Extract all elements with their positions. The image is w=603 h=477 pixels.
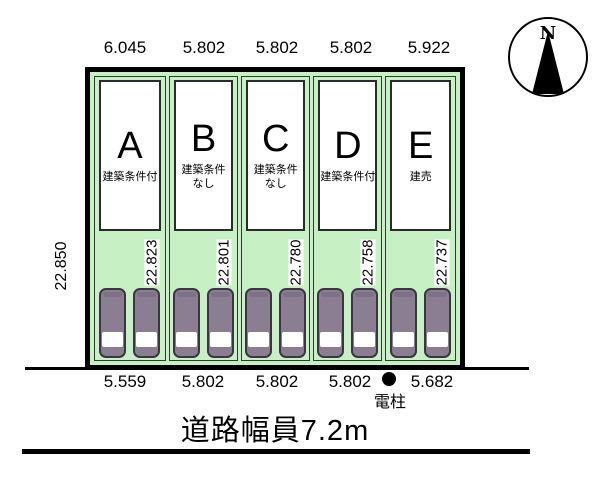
site-boundary: A 建築条件付 22.823 B 建築条件 なし 22.801 <box>85 67 465 370</box>
lot-b: B 建築条件 なし 22.801 <box>168 76 239 361</box>
condition-line: 建築条件付 <box>102 170 158 183</box>
car-icon <box>173 288 201 358</box>
parking-spaces <box>242 288 309 358</box>
condition-line: 建築条件付 <box>320 170 376 183</box>
lot-condition-label: 建築条件 なし <box>254 164 298 192</box>
lot-c: C 建築条件 なし 22.780 <box>241 76 311 361</box>
condition-line: 建築条件 <box>181 163 226 176</box>
compass-circle <box>508 17 588 97</box>
lot-letter: B <box>190 117 217 160</box>
bottom-dimension-label: 5.559 <box>103 372 147 391</box>
car-icon <box>99 288 127 358</box>
north-arrow-icon <box>532 31 564 94</box>
lot-d: D 建築条件付 22.758 <box>313 76 383 361</box>
car-icon <box>351 288 379 358</box>
condition-line: なし <box>264 177 287 190</box>
lot-a: A 建築条件付 22.823 <box>94 76 166 361</box>
building-footprint: D 建築条件付 <box>318 80 378 231</box>
site-left-dimension-label: 22.850 <box>53 241 70 291</box>
lot-condition-label: 建築条件付 <box>320 171 375 185</box>
condition-line: 建売 <box>409 170 432 183</box>
condition-line: 建築条件 <box>253 163 298 176</box>
car-icon <box>245 288 273 358</box>
road-width-label: 道路幅員7.2m <box>180 415 370 447</box>
lot-depth-label: 22.737 <box>433 239 451 286</box>
lot-depth-label: 22.780 <box>287 239 305 286</box>
car-icon <box>207 288 235 358</box>
car-icon <box>133 288 161 358</box>
parking-spaces <box>386 288 455 358</box>
lot-letter: D <box>334 124 362 167</box>
top-dimension-label: 5.802 <box>329 38 373 57</box>
road-edge-line-top <box>25 367 529 370</box>
lot-depth-label: 22.823 <box>143 239 161 286</box>
top-dimension-label: 5.802 <box>255 38 299 57</box>
lot-e: E 建売 22.737 <box>385 76 456 361</box>
bottom-dimension-label: 5.802 <box>255 372 299 391</box>
car-icon <box>279 288 307 358</box>
lot-letter: A <box>117 124 143 167</box>
top-dimension-label: 5.922 <box>407 38 451 57</box>
bottom-dimension-label: 5.802 <box>328 372 372 391</box>
top-dimension-label: 5.802 <box>182 38 226 57</box>
lot-letter: E <box>408 124 434 167</box>
car-icon <box>424 288 452 358</box>
condition-line: なし <box>192 177 215 190</box>
bottom-dimension-label: 5.682 <box>410 372 454 391</box>
parking-spaces <box>95 288 165 358</box>
utility-pole-dot-icon <box>382 372 396 386</box>
car-icon <box>390 288 418 358</box>
bottom-dimension-label: 5.802 <box>181 372 225 391</box>
compass: N <box>508 17 588 97</box>
building-footprint: B 建築条件 なし <box>173 80 234 231</box>
building-footprint: E 建売 <box>390 80 451 231</box>
parking-spaces <box>170 288 237 358</box>
building-footprint: C 建築条件 なし <box>246 80 306 231</box>
lot-depth-label: 22.758 <box>359 239 377 286</box>
lot-letter: C <box>261 117 290 160</box>
lot-condition-label: 建売 <box>410 171 432 185</box>
lot-condition-label: 建築条件付 <box>102 171 157 185</box>
lot-condition-label: 建築条件 なし <box>182 164 226 192</box>
parking-spaces <box>314 288 381 358</box>
top-dimension-label: 6.045 <box>103 38 147 57</box>
road-edge-line-bottom <box>22 449 530 454</box>
building-footprint: A 建築条件付 <box>99 80 161 231</box>
lot-depth-label: 22.801 <box>215 239 233 286</box>
compass-north-label: N <box>540 23 556 44</box>
car-icon <box>317 288 345 358</box>
utility-pole-label: 電柱 <box>373 394 406 411</box>
